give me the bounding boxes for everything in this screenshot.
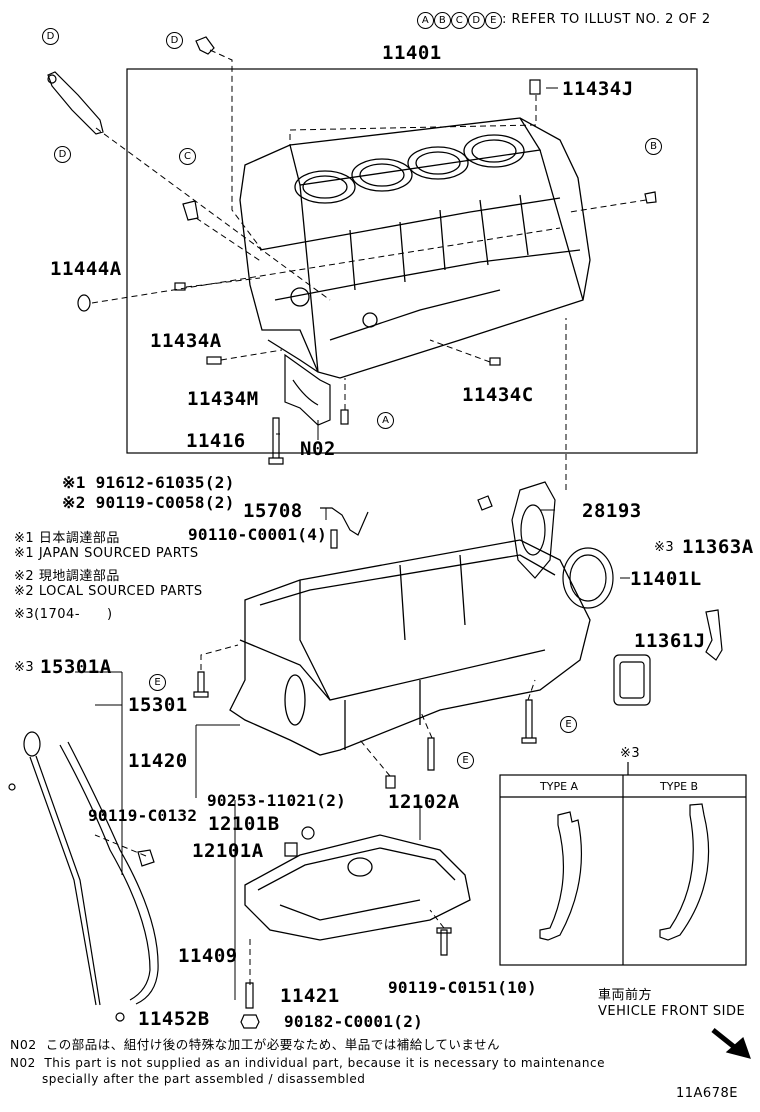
gasket-drawing [511, 481, 556, 579]
label-90182-c0001[interactable]: 90182-C0001(2) [284, 1012, 424, 1031]
label-90119-c0058[interactable]: ※2 90119-C0058(2) [62, 493, 235, 512]
label-90110-c0001[interactable]: 90110-C0001(4) [188, 525, 328, 544]
label-11434c[interactable]: 11434C [462, 384, 534, 406]
cylinder-block-drawing [239, 117, 591, 379]
dipstick-guide-drawing [59, 744, 151, 1001]
footnote-en-2: specially after the part assembled / dis… [42, 1072, 366, 1086]
label-90119-c0132[interactable]: 90119-C0132 [88, 806, 198, 825]
label-91612-61035[interactable]: ※1 91612-61035(2) [62, 473, 235, 492]
baffle-drawing [705, 609, 723, 661]
ref-letter-d: D [468, 12, 485, 29]
label-12101a[interactable]: 12101A [192, 840, 264, 862]
legend-line-3: ※2 現地調達部品 [14, 569, 120, 584]
label-11363a[interactable]: 11363A [682, 536, 754, 558]
oil-pan-lower-drawing [244, 834, 471, 941]
ref-letter-e: E [485, 12, 502, 29]
legend-line-1: ※1 日本調達部品 [14, 531, 120, 546]
cover-gasket-drawing [613, 654, 651, 706]
types-mark: ※3 [620, 746, 641, 761]
mark-15301a: ※3 [14, 660, 35, 675]
callout-e-left: E [149, 674, 166, 691]
ref-letter-b: B [434, 12, 451, 29]
oil-tube-drawing [320, 507, 369, 536]
footnote-jp: N02 この部品は、組付け後の特殊な加工が必要なため、単品では補給していません [10, 1037, 500, 1052]
legend-line-5: ※3(1704- ) [14, 607, 113, 622]
callout-b: B [645, 138, 662, 155]
label-12102a[interactable]: 12102A [388, 791, 460, 813]
label-28193[interactable]: 28193 [582, 500, 642, 522]
callout-e-right: E [560, 716, 577, 733]
upper-block-frame [126, 68, 698, 454]
drain-plug-drawing [182, 200, 199, 221]
label-n02[interactable]: N02 [300, 438, 336, 460]
callout-e-middle: E [457, 752, 474, 769]
mark-11363a: ※3 [654, 540, 675, 555]
footnote-en-1: N02 This part is not supplied as an indi… [10, 1056, 605, 1070]
label-12101b[interactable]: 12101B [208, 813, 280, 835]
callout-a: A [377, 412, 394, 429]
type-b-label: TYPE B [660, 780, 699, 793]
label-15301a[interactable]: 15301A [40, 656, 112, 678]
label-11361j[interactable]: 11361J [634, 630, 706, 652]
callout-d-top-left: D [42, 28, 59, 45]
illustration-code: 11A678E [676, 1086, 738, 1101]
callout-c: C [179, 148, 196, 165]
label-11434m[interactable]: 11434M [187, 388, 259, 410]
label-11421[interactable]: 11421 [280, 985, 340, 1007]
bearing-cap-drawing [284, 353, 331, 426]
legend-line-4: ※2 LOCAL SOURCED PARTS [14, 584, 203, 599]
ref-letter-a: A [417, 12, 434, 29]
label-90119-c0151[interactable]: 90119-C0151(10) [388, 978, 537, 997]
ref-letter-c: C [451, 12, 468, 29]
callout-d-left: D [54, 146, 71, 163]
label-90253-11021[interactable]: 90253-11021(2) [207, 791, 347, 810]
oil-seal-drawing [562, 547, 614, 609]
o-ring-drawing [77, 294, 91, 312]
front-side-jp: 車両前方 [598, 988, 653, 1003]
dipstick-drawing [8, 731, 101, 1006]
type-a-label: TYPE A [540, 780, 579, 793]
label-11452b[interactable]: 11452B [138, 1008, 210, 1030]
ref-text: : REFER TO ILLUST NO. 2 OF 2 [502, 12, 711, 27]
callout-d-top: D [166, 32, 183, 49]
label-11416[interactable]: 11416 [186, 430, 246, 452]
label-11420[interactable]: 11420 [128, 750, 188, 772]
label-11434a[interactable]: 11434A [150, 330, 222, 352]
label-11444a[interactable]: 11444A [50, 258, 122, 280]
label-11434j[interactable]: 11434J [562, 78, 634, 100]
front-side-en: VEHICLE FRONT SIDE [598, 1004, 746, 1019]
label-15301[interactable]: 15301 [128, 694, 188, 716]
label-11409[interactable]: 11409 [178, 945, 238, 967]
oil-pan-upper-drawing [229, 539, 591, 756]
plug-drawing [195, 36, 215, 55]
label-11401l[interactable]: 11401L [630, 568, 702, 590]
sensor-drawing [47, 71, 104, 135]
bolt-11416-drawing [268, 417, 284, 465]
legend-line-2: ※1 JAPAN SOURCED PARTS [14, 546, 199, 561]
label-11401[interactable]: 11401 [382, 42, 442, 64]
label-15708[interactable]: 15708 [243, 500, 303, 522]
